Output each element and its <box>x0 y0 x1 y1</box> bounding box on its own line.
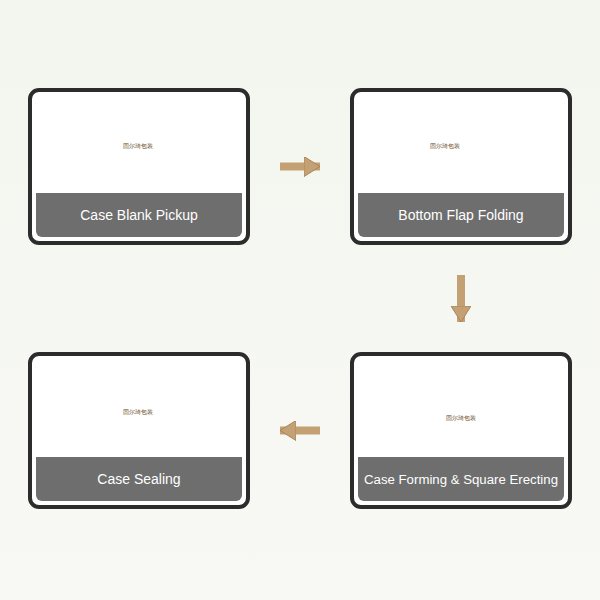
label-band: Case Sealing <box>36 457 242 501</box>
flow-arrow <box>457 275 465 322</box>
label-band: Bottom Flap Folding <box>358 193 564 237</box>
label-band: Case Blank Pickup <box>36 193 242 237</box>
box-print: 固尔琦包装 <box>446 414 476 423</box>
box-print: 固尔琦包装 <box>123 142 153 151</box>
step-label: Case Blank Pickup <box>80 207 198 223</box>
box-print: 固尔琦包装 <box>123 408 153 417</box>
step-label: Bottom Flap Folding <box>398 207 523 223</box>
box-print: 固尔琦包装 <box>430 142 460 151</box>
process-panel: Case Forming & Square Erecting <box>350 352 572 509</box>
step-label: Case Sealing <box>97 471 180 487</box>
process-panel: Case Blank Pickup <box>28 88 250 245</box>
process-panel: Bottom Flap Folding <box>350 88 572 245</box>
process-panel: Case Sealing <box>28 352 250 509</box>
flow-arrow <box>280 163 320 171</box>
label-band: Case Forming & Square Erecting <box>358 457 564 501</box>
flow-arrow <box>280 427 320 435</box>
step-label: Case Forming & Square Erecting <box>364 472 558 487</box>
